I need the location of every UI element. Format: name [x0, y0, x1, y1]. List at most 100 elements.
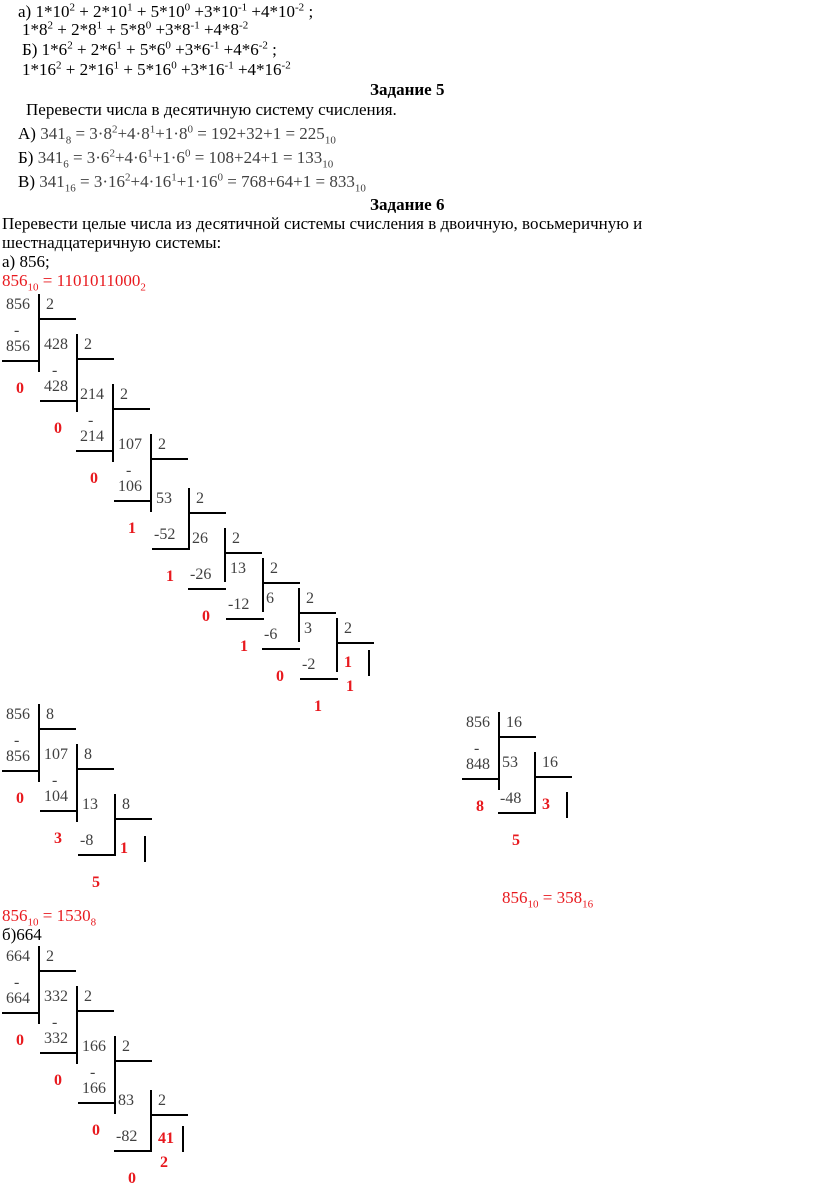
- task5-intro: Перевести числа в десятичную систему счи…: [26, 100, 397, 119]
- div8-856-final-quotient: 1: [120, 840, 128, 857]
- division-bar-vertical: [566, 792, 568, 818]
- division-bar-horizontal: [76, 450, 114, 452]
- div2-856-remainder: 0: [16, 380, 24, 397]
- division-bar-horizontal: [2, 770, 40, 772]
- division-bar-horizontal: [298, 612, 336, 614]
- div8-856-product: -8: [80, 832, 94, 849]
- div2-856-dividend: 214: [80, 386, 104, 403]
- task6-b-label: б)664: [2, 925, 42, 944]
- division-bar-horizontal: [78, 1102, 116, 1104]
- division-bar-vertical: [262, 558, 264, 612]
- result-hex: 85610 = 35816: [502, 888, 594, 911]
- div2-856-remainder: 0: [54, 420, 62, 437]
- div2-664-minus: -: [90, 1064, 96, 1081]
- division-bar-vertical: [76, 986, 78, 1064]
- division-bar-horizontal: [76, 768, 114, 770]
- division-bar-horizontal: [462, 778, 500, 780]
- task6-title: Задание 6: [370, 195, 445, 214]
- div2-856-product: 856: [6, 338, 30, 355]
- division-bar-horizontal: [150, 1114, 188, 1116]
- div2-856-product: -52: [154, 526, 176, 543]
- task6-intro2: шестнадцатеричную системы:: [2, 233, 222, 252]
- div2-856-dividend: 428: [44, 336, 68, 353]
- div2-856-dividend: 13: [230, 560, 246, 577]
- div2-664-product: 166: [82, 1080, 106, 1097]
- div2-856-product: -2: [302, 656, 316, 673]
- div2-856-final-quotient: 1: [344, 654, 352, 671]
- div2-664-product: 664: [6, 990, 30, 1007]
- line-a1: а) 1*102 + 2*101 + 5*100 +3*10-1 +4*10-2…: [18, 1, 314, 21]
- div16-856-dividend: 856: [466, 714, 490, 731]
- div2-856-remainder: 1: [166, 568, 174, 585]
- div16-856-product: -48: [500, 790, 522, 807]
- div2-856-divisor: 2: [232, 530, 240, 547]
- div2-856-remainder: 1: [240, 638, 248, 655]
- line-b1: Б) 1*62 + 2*61 + 5*60 +3*6-1 +4*6-2 ;: [22, 39, 277, 59]
- division-bar-horizontal: [114, 1150, 152, 1152]
- division-bar-horizontal: [226, 618, 264, 620]
- task5-line-A: А) 3418 = 3·82+4·81+1·80 = 192+32+1 = 22…: [18, 123, 336, 147]
- division-bar-horizontal: [336, 642, 374, 644]
- div2-856-product: -26: [190, 566, 212, 583]
- division-bar-horizontal: [498, 812, 536, 814]
- div2-856-divisor: 2: [158, 436, 166, 453]
- div2-664-remainder: 0: [16, 1032, 24, 1049]
- div16-856-final-quotient: 3: [542, 796, 550, 813]
- div2-856-dividend: 856: [6, 296, 30, 313]
- div8-856-dividend: 107: [44, 746, 68, 763]
- division-bar-horizontal: [2, 360, 40, 362]
- div2-856-dividend: 53: [156, 490, 172, 507]
- division-bar-vertical: [150, 434, 152, 512]
- div2-664-divisor: 2: [46, 948, 54, 965]
- task5-line-B: Б) 3416 = 3·62+4·61+1·60 = 108+24+1 = 13…: [18, 147, 334, 171]
- div16-856-remainder: 8: [476, 798, 484, 815]
- div16-856-divisor: 16: [506, 714, 522, 731]
- div2-856-remainder: 0: [276, 668, 284, 685]
- division-bar-horizontal: [78, 854, 116, 856]
- division-bar-horizontal: [40, 400, 78, 402]
- div2-664-product: 332: [44, 1030, 68, 1047]
- div8-856-remainder: 5: [92, 874, 100, 891]
- task5-title: Задание 5: [370, 80, 445, 99]
- div2-664-dividend: 166: [82, 1038, 106, 1055]
- division-bar-horizontal: [262, 582, 300, 584]
- division-bar-vertical: [224, 528, 226, 582]
- division-bar-vertical: [114, 1036, 116, 1114]
- div2-856-divisor: 2: [46, 296, 54, 313]
- task5-line-V: В) 34116 = 3·162+4·161+1·160 = 768+64+1 …: [18, 171, 366, 195]
- division-bar-vertical: [38, 294, 40, 372]
- task6-intro1: Перевести целые числа из десятичной сист…: [2, 214, 643, 233]
- div2-856-remainder: 1: [314, 698, 322, 715]
- division-bar-horizontal: [498, 736, 536, 738]
- division-bar-horizontal: [114, 1060, 152, 1062]
- div2-664-divisor: 2: [84, 988, 92, 1005]
- div2-664-dividend: 332: [44, 988, 68, 1005]
- division-bar-vertical: [368, 650, 370, 676]
- div2-856-dividend: 26: [192, 530, 208, 547]
- div16-856-dividend: 53: [502, 754, 518, 771]
- div16-856-product: 848: [466, 756, 490, 773]
- division-bar-horizontal: [40, 1052, 78, 1054]
- div2-856-product: 214: [80, 428, 104, 445]
- division-bar-horizontal: [150, 458, 188, 460]
- div2-664-remainder: 0: [92, 1122, 100, 1139]
- division-bar-horizontal: [76, 358, 114, 360]
- div2-664-divisor: 2: [158, 1092, 166, 1109]
- division-bar-vertical: [76, 334, 78, 412]
- div2-856-final-remainder: 1: [346, 678, 354, 695]
- division-bar-vertical: [182, 1126, 184, 1152]
- division-bar-horizontal: [188, 512, 226, 514]
- division-bar-horizontal: [38, 728, 76, 730]
- div2-856-remainder: 0: [90, 470, 98, 487]
- division-bar-vertical: [336, 618, 338, 672]
- div2-856-divisor: 2: [84, 336, 92, 353]
- div8-856-divisor: 8: [122, 796, 130, 813]
- div8-856-product: 104: [44, 788, 68, 805]
- div2-664-minus: -: [52, 1014, 58, 1031]
- division-bar-vertical: [112, 384, 114, 462]
- div2-856-divisor: 2: [120, 386, 128, 403]
- division-bar-vertical: [38, 704, 40, 782]
- division-bar-vertical: [38, 946, 40, 1024]
- div8-856-minus: -: [14, 732, 20, 749]
- division-bar-horizontal: [152, 548, 190, 550]
